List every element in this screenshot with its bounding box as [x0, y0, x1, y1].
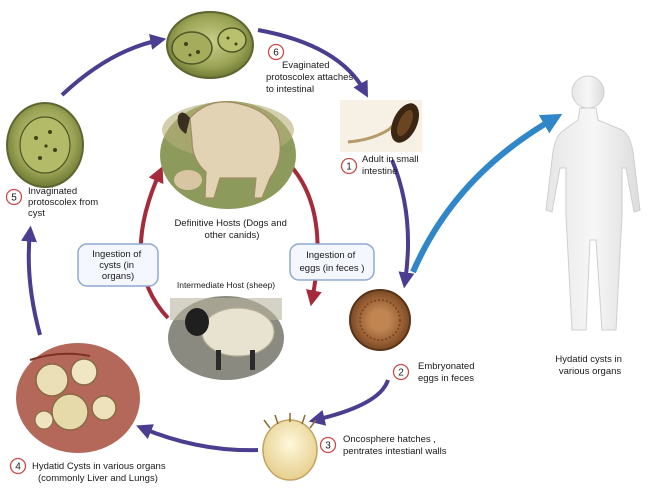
- step-5-label: Invaginated protoscolex from cyst: [28, 186, 101, 219]
- step-5-number: 5: [11, 193, 17, 204]
- egg-image: [350, 290, 410, 350]
- step-3-label: Oncosphere hatches , pentrates intestian…: [343, 434, 447, 457]
- arrow-to-human: [413, 118, 555, 272]
- step-2-label: Embryonated eggs in feces: [418, 361, 477, 384]
- step-4-number: 4: [15, 462, 21, 473]
- step-2-number: 2: [398, 368, 404, 379]
- human-cysts-label: Hydatid cysts in various organs: [555, 354, 624, 377]
- oncosphere-image: [263, 413, 317, 480]
- step-4-label: Hydatid Cysts in various organs (commonl…: [32, 461, 168, 484]
- step-6-number: 6: [273, 48, 279, 59]
- arrow-3-to-4: [142, 428, 258, 450]
- dog-image: [160, 101, 296, 209]
- intermediate-host-label: Intermediate Host (sheep): [177, 280, 275, 290]
- step-1-number: 1: [346, 162, 352, 173]
- human-figure-image: [546, 76, 640, 330]
- protoscolex-invaginated-image: [7, 103, 83, 187]
- step-3-number: 3: [325, 441, 331, 452]
- adult-worm-image: [340, 99, 425, 152]
- arrow-1-to-2: [392, 160, 408, 282]
- hydatid-cyst-organ-image: [16, 343, 140, 453]
- definitive-host-label: Definitive Hosts (Dogs and other canids): [174, 218, 289, 241]
- arrow-4-to-5: [29, 232, 40, 335]
- protoscolex-evaginated-image: [167, 12, 253, 78]
- sheep-image: [168, 296, 284, 380]
- arrow-5-to-6: [62, 40, 160, 95]
- arrow-2-to-3: [315, 380, 388, 420]
- step-1-label: Adult in small intestine: [362, 154, 421, 177]
